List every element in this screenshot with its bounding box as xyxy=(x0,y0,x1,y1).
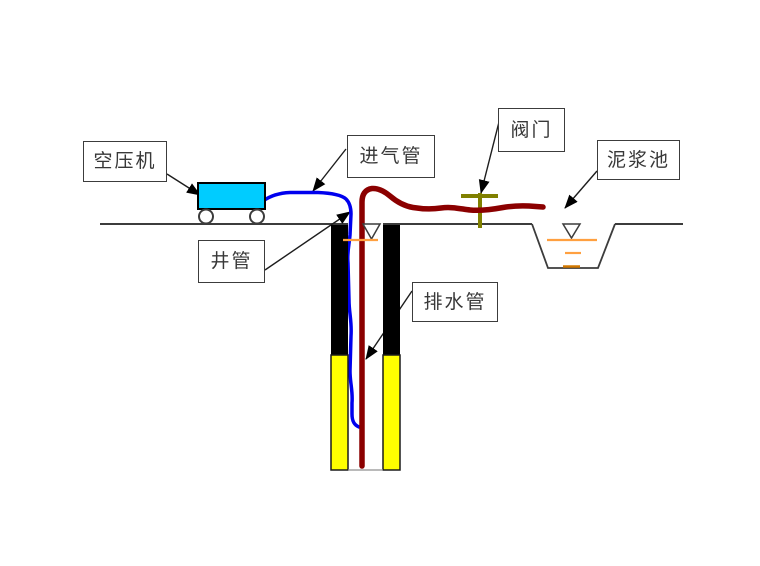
well-water-triangle-icon xyxy=(361,223,382,241)
compressor-wheel-right xyxy=(249,208,265,225)
leader-well-pipe xyxy=(264,211,351,271)
leader-air-compressor xyxy=(166,173,201,196)
pit-water-level-symbol xyxy=(547,223,597,268)
well-water-level-symbol xyxy=(343,223,382,242)
label-valve-text: 阀门 xyxy=(510,119,553,141)
mud-pit-outline xyxy=(531,223,616,269)
label-air-compressor-text: 空压机 xyxy=(93,151,157,172)
label-valve: 阀门 xyxy=(498,108,565,152)
label-air-compressor: 空压机 xyxy=(83,141,167,182)
label-mud-pit-text: 泥浆池 xyxy=(606,149,670,171)
label-well-pipe-text: 井管 xyxy=(210,251,253,272)
leader-valve xyxy=(478,121,500,194)
drain-pipe-line xyxy=(359,185,546,469)
label-air-intake-pipe: 进气管 xyxy=(347,135,435,178)
label-mud-pit: 泥浆池 xyxy=(597,140,680,180)
casing-left-black xyxy=(331,225,348,355)
label-drain-pipe: 排水管 xyxy=(412,282,498,322)
screen-left-yellow xyxy=(330,354,349,471)
label-drain-pipe-text: 排水管 xyxy=(423,291,487,313)
label-well-pipe: 井管 xyxy=(198,240,265,283)
label-air-intake-pipe-text: 进气管 xyxy=(359,146,423,167)
compressor-wheel-left xyxy=(198,208,214,225)
pit-water-triangle-icon xyxy=(561,223,582,240)
air-compressor xyxy=(197,182,266,225)
air-intake-pipe-line xyxy=(261,190,361,429)
casing-right-black xyxy=(383,225,400,355)
compressor-body xyxy=(197,182,266,210)
well-casing xyxy=(330,225,401,471)
leader-arrows xyxy=(166,121,598,360)
leader-mud-pit xyxy=(564,170,598,209)
leader-air-intake-pipe xyxy=(312,148,347,192)
screen-right-yellow xyxy=(382,354,401,471)
